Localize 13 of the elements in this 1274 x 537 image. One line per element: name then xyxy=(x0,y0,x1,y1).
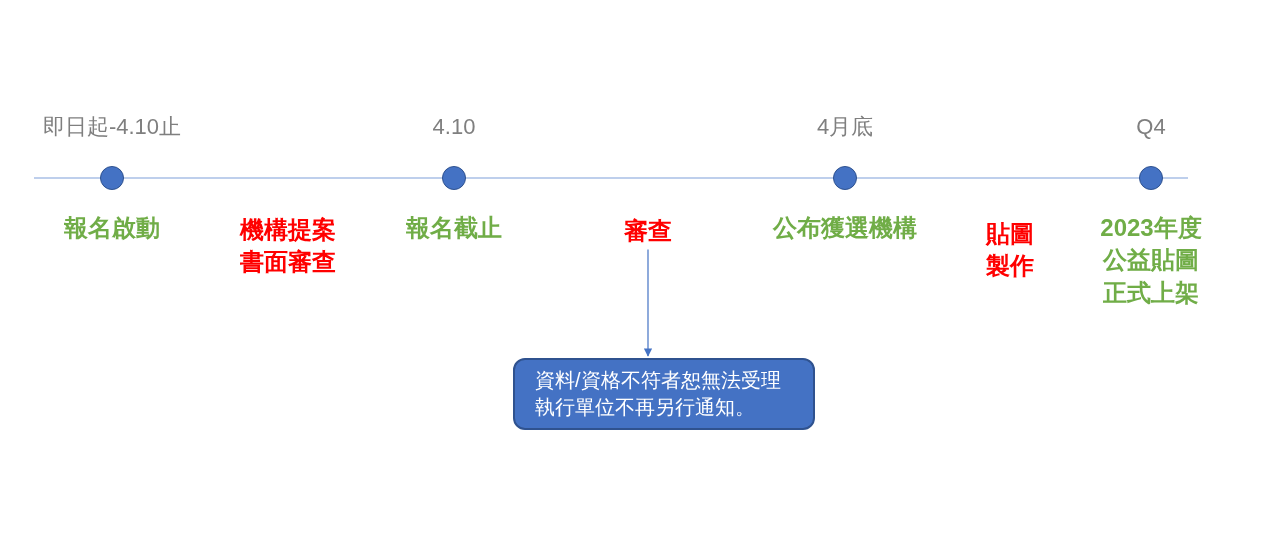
date-label: Q4 xyxy=(1136,116,1166,138)
stage-label: 審查 xyxy=(624,215,672,248)
arrow xyxy=(643,248,653,357)
date-label: 4.10 xyxy=(432,116,476,138)
stage-label: 報名截止 xyxy=(406,213,502,243)
date-label: 即日起-4.10止 xyxy=(42,116,182,138)
date-label: 4月底 xyxy=(816,116,874,138)
stage-label: 貼圖製作 xyxy=(984,219,1035,282)
stage-label: 報名啟動 xyxy=(64,213,160,243)
stage-label: 公布獲選機構 xyxy=(773,213,917,243)
stage-label: 2023年度公益貼圖正式上架 xyxy=(1099,213,1203,308)
note-box: 資料/資格不符者恕無法受理執行單位不再另行通知。 xyxy=(513,358,815,430)
stage-label: 機構提案書面審查 xyxy=(238,215,337,278)
